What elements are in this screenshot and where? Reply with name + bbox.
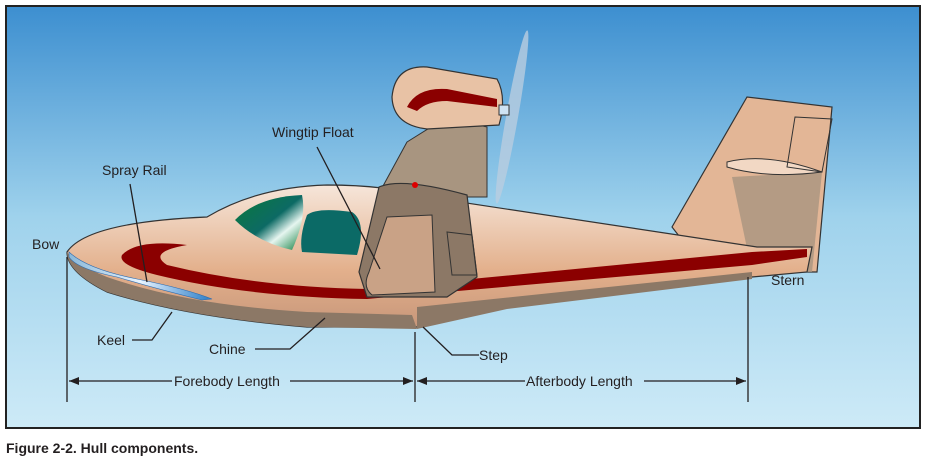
label-keel: Keel xyxy=(97,332,125,348)
label-wingtip-float: Wingtip Float xyxy=(272,124,354,140)
nav-light xyxy=(412,182,418,188)
label-afterbody-length: Afterbody Length xyxy=(526,373,633,389)
propeller-hub xyxy=(498,104,510,116)
rudder-outline xyxy=(786,116,833,173)
side-window xyxy=(301,210,361,255)
label-spray-rail: Spray Rail xyxy=(102,162,167,178)
nacelle-stripe xyxy=(407,88,497,111)
spray-rail xyxy=(68,251,213,301)
label-forebody-length: Forebody Length xyxy=(174,373,280,389)
label-stern: Stern xyxy=(771,272,804,288)
wingtip-float xyxy=(365,214,436,296)
propeller xyxy=(495,30,529,204)
windshield xyxy=(235,195,304,250)
figure-caption: Figure 2-2. Hull components. xyxy=(6,440,199,456)
hull-bottom xyxy=(67,252,417,329)
wing-panel-outline xyxy=(446,231,478,276)
hull-stripe xyxy=(121,243,807,299)
diagram-canvas: Wingtip Float Spray Rail Bow Keel Chine … xyxy=(7,7,919,427)
label-bow: Bow xyxy=(32,236,60,252)
leader-lines xyxy=(66,146,749,402)
label-chine: Chine xyxy=(209,341,246,357)
afterbody-bottom xyxy=(417,272,752,329)
label-step: Step xyxy=(479,347,508,363)
hull-components-diagram: Wingtip Float Spray Rail Bow Keel Chine … xyxy=(5,5,921,429)
dimension-arrowheads xyxy=(69,377,746,385)
